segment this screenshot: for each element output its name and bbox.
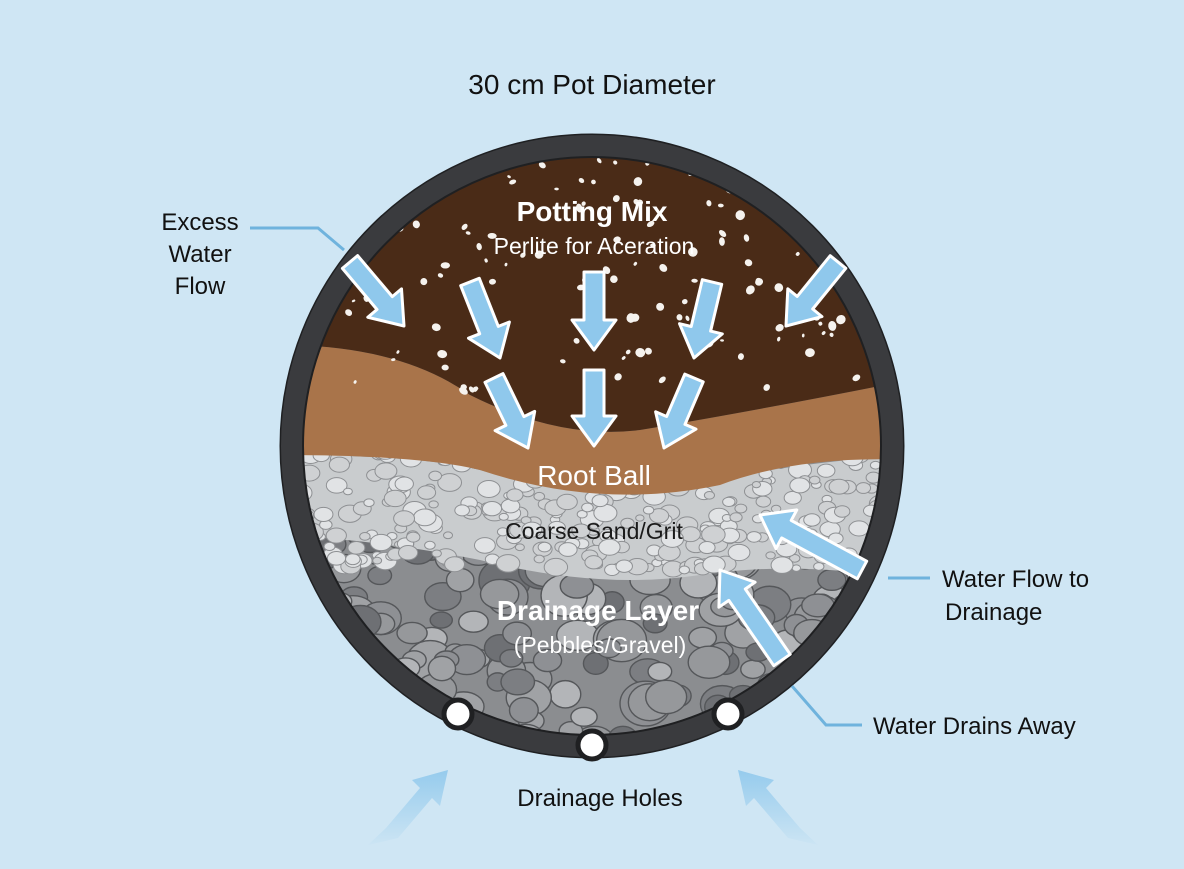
- excess-water-leader: [250, 226, 345, 252]
- root-ball-layer: [286, 345, 898, 495]
- drain-hole-icon: [575, 728, 609, 762]
- water-up-arrows: [717, 508, 869, 668]
- drain-hole-icon: [441, 697, 475, 731]
- water-flow-label-line1: Water Flow to: [942, 566, 1089, 593]
- excess-water-label-line2: Water: [168, 241, 231, 268]
- drainage-holes-label: Drainage Holes: [517, 785, 682, 812]
- drainage-layer-sublabel: (Pebbles/Gravel): [514, 632, 687, 658]
- water-down-arrow-icon: [678, 278, 724, 360]
- water-down-arrow-icon: [340, 254, 406, 328]
- root-ball-label: Root Ball: [537, 460, 651, 491]
- drain-hole-icon: [711, 697, 745, 731]
- sand-label: Coarse Sand/Grit: [505, 518, 683, 544]
- water-down-arrow-icon: [654, 372, 705, 450]
- excess-water-label-line3: Flow: [175, 273, 226, 300]
- water-up-arrow-icon: [717, 568, 792, 668]
- water-down-arrows: [340, 254, 848, 450]
- water-up-arrow-icon: [758, 508, 869, 581]
- water-down-arrow-icon: [784, 254, 848, 328]
- water-drains-away-label: Water Drains Away: [873, 713, 1076, 740]
- water-up-arrow-icon: [368, 770, 448, 845]
- drainage-layer-label: Drainage Layer: [497, 595, 699, 626]
- water-down-arrow-icon: [483, 372, 537, 450]
- water-up-arrow-icon: [738, 770, 818, 845]
- water-down-arrow-icon: [570, 270, 618, 352]
- water-down-arrow-icon: [570, 368, 618, 448]
- excess-water-label-line1: Excess: [161, 209, 238, 236]
- water-drains-leader: [790, 685, 862, 727]
- potting-mix-sublabel: Perlite for Aceration: [494, 233, 695, 259]
- water-down-arrow-icon: [459, 276, 511, 360]
- potting-mix-label: Potting Mix: [517, 196, 668, 227]
- diagram-title: 30 cm Pot Diameter: [468, 69, 715, 100]
- water-flow-label-line2: Drainage: [945, 599, 1042, 626]
